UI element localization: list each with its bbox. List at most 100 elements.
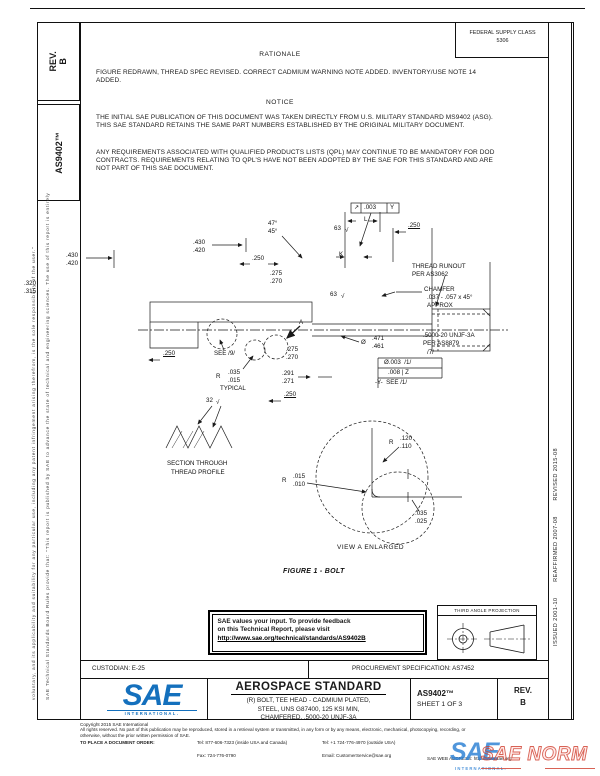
dim-275-a: .275 — [270, 270, 283, 277]
fcf-datum: Y — [390, 204, 395, 211]
finish-63-mid: 63 — [330, 291, 337, 298]
subtitle-line1: (R) BOLT, TEE HEAD - CADMIUM PLATED, — [246, 697, 371, 704]
figure-caption: FIGURE 1 - BOLT — [283, 568, 345, 575]
datum-y-see-note: -Y- SEE /1/ — [375, 379, 408, 386]
content-frame — [80, 22, 549, 720]
fcf-row2: .008 | Z — [388, 369, 409, 376]
note-thread-runout-2: PER AS3062 — [412, 271, 449, 278]
subtitle-line3: CHAMFERED, .5000-20 UNJF-3A — [260, 714, 357, 721]
order-label: TO PLACE A DOCUMENT ORDER: — [80, 740, 155, 745]
dim-461: .461 — [372, 343, 385, 350]
fcf-tolerance: .003 — [364, 204, 377, 211]
outer-right-inner-line — [571, 22, 572, 720]
web-line: SAE WEB ADDRESS: http://www.sae.org — [427, 756, 512, 761]
sae-logo-subtext: INTERNATIONAL. — [107, 710, 197, 716]
dim-angle-47: 47° — [268, 220, 278, 227]
finish-check-32-icon: √ — [216, 399, 220, 406]
rev-box: REV. B — [37, 22, 80, 101]
finish-32: 32 — [206, 397, 213, 404]
note-chamfer-2: .037 - .057 x 45° — [427, 294, 473, 301]
finish-63-top: 63 — [334, 225, 341, 232]
thread-callout-2: PER AS8879 — [423, 340, 460, 347]
dim-250-topright: .250 — [408, 222, 421, 229]
dim-271: .271 — [282, 378, 295, 385]
email-line: Email: CustomerService@sae.org — [322, 753, 392, 758]
dim-angle-45: 45° — [268, 228, 278, 235]
fax-line: Fax: 724-776-0790 — [197, 753, 236, 758]
titleblock-rev-divider — [497, 678, 498, 720]
note-thread-runout-1: THREAD RUNOUT — [412, 263, 466, 270]
dim-270-b: .270 — [286, 354, 299, 361]
dim-430-a: .430 — [193, 239, 206, 246]
thread-note-flag-7: /7/ — [427, 349, 434, 356]
section-caption-1: SECTION THROUGH — [167, 460, 228, 467]
dim-420-a: .420 — [193, 247, 206, 254]
feedback-line1: SAE values your input. To provide feedba… — [217, 617, 351, 625]
titleblock-row1-top — [80, 660, 549, 661]
dim-015-r: .015 — [228, 377, 241, 384]
federal-supply-class-box: FEDERAL SUPPLY CLASS 5306 — [455, 23, 549, 58]
titleblock-row2-top — [80, 678, 549, 679]
dim-250-head: .250 — [252, 255, 265, 262]
dim-letter-K: K — [339, 251, 344, 258]
dim-diameter-symbol: Ø — [361, 339, 366, 346]
dim-letter-L: L — [364, 216, 368, 223]
sae-logo-text: SAE — [122, 679, 183, 712]
rationale-heading: RATIONALE — [259, 51, 301, 58]
dim-035-b: .035 — [415, 510, 428, 517]
see-note-9: SEE /9/ — [214, 350, 235, 357]
rationale-paragraph: FIGURE REDRAWN, THREAD SPEC REVISED. COR… — [96, 69, 477, 84]
finish-check-mid-icon: √ — [341, 293, 345, 300]
note-chamfer-3: APPROX — [427, 302, 453, 309]
titleblock-row1-divider — [308, 660, 309, 678]
dim-320: .320 — [24, 280, 37, 287]
sae-logo: SAE INTERNATIONAL. — [107, 679, 197, 716]
figure-1-bolt-drawing — [86, 202, 508, 545]
section-caption-2: THREAD PROFILE — [171, 469, 225, 476]
dim-270-a: .270 — [270, 278, 283, 285]
radius-label-r2: R — [389, 439, 394, 446]
feedback-box: SAE values your input. To provide feedba… — [208, 610, 427, 655]
third-angle-projection-box: THIRD ANGLE PROJECTION — [437, 605, 537, 660]
tel-inside: Tel: 877-606-7323 (inside USA and Canada… — [197, 740, 288, 745]
dim-250-bottom: .250 — [284, 391, 297, 398]
radius-label-r3: R — [282, 477, 287, 484]
dim-275-b: .275 — [286, 346, 299, 353]
thread-callout-1: .5000-20 UNJF-3A — [423, 332, 475, 339]
feedback-line2: on this Technical Report, please visit — [217, 626, 330, 634]
dim-430-b: .430 — [66, 252, 79, 259]
rights-text: All rights reserved. No part of this pub… — [80, 727, 466, 738]
sheet-number: SHEET 1 OF 3 — [417, 701, 463, 708]
procurement-cell: PROCUREMENT SPECIFICATION: AS7452 — [352, 665, 475, 672]
third-angle-projection-icon — [447, 623, 531, 655]
rev-cell: REV. B — [497, 686, 549, 707]
titleblock-number-divider — [410, 678, 411, 720]
subtitle-line2: STEEL, UNS G87400, 125 KSI MIN, — [257, 705, 360, 713]
feedback-link[interactable]: http://www.sae.org/technical/standards/A… — [217, 635, 366, 643]
dim-471: .471 — [372, 335, 385, 342]
dim-010-b: .010 — [293, 481, 306, 488]
label-typical: TYPICAL — [220, 385, 246, 392]
rev-value: B — [520, 698, 526, 707]
dim-110: .110 — [400, 443, 412, 450]
notice-heading: NOTICE — [266, 99, 294, 106]
radius-label-r1: R — [216, 373, 221, 380]
dim-250-left: .250 — [163, 350, 176, 357]
title-cell: AEROSPACE STANDARD (R) BOLT, TEE HEAD - … — [208, 681, 409, 723]
dim-315: .315 — [24, 288, 37, 295]
dim-291: .291 — [282, 370, 295, 377]
dim-420-b: .420 — [66, 260, 79, 267]
view-arrow-label-a: A — [299, 319, 304, 326]
fcf-row1: Ø.003 /1/ — [384, 359, 412, 366]
dim-015-b: .015 — [293, 473, 306, 480]
top-rule — [30, 8, 585, 9]
fsc-value: 5306 — [496, 38, 509, 45]
fcf-runout-symbol: ↗ — [354, 204, 360, 211]
fsc-label: FEDERAL SUPPLY CLASS — [469, 30, 536, 36]
doc-number-cell: AS9402™ SHEET 1 OF 3 — [417, 689, 462, 708]
custodian-cell: CUSTODIAN: E-25 — [92, 665, 145, 672]
rev-label: REV. — [514, 686, 532, 695]
document-title: AEROSPACE STANDARD — [231, 681, 386, 695]
